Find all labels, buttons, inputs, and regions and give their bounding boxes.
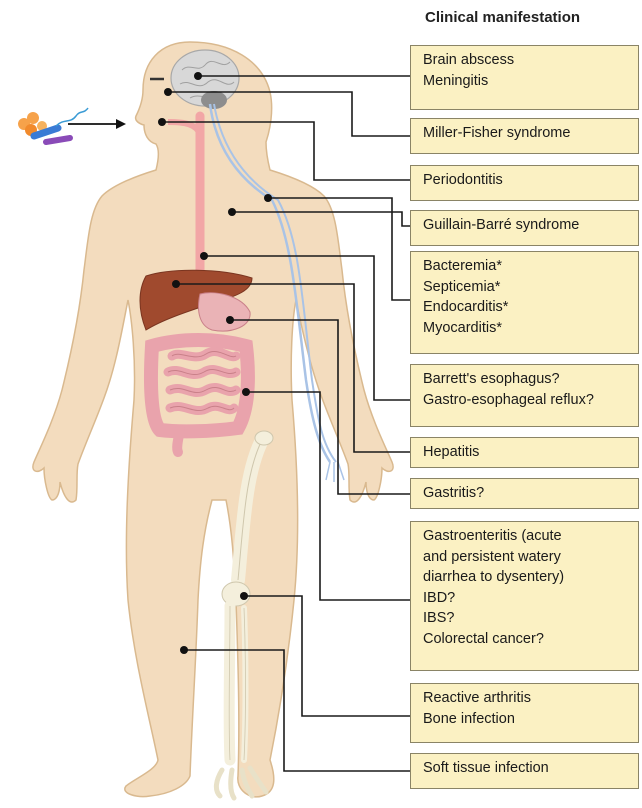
anchor-dot-gastritis (226, 316, 234, 324)
campylobacter-bacteria-icon (18, 108, 88, 142)
manifestation-text: Periodontitis (423, 170, 630, 191)
column-header: Clinical manifestation (425, 9, 640, 26)
manifestation-box-periodontitis: Periodontitis (410, 165, 639, 201)
manifestation-text: Meningitis (423, 71, 630, 92)
anchor-dot-esophagus (200, 252, 208, 260)
manifestation-text: Bone infection (423, 709, 630, 730)
manifestation-text: Bacteremia* (423, 256, 630, 277)
manifestation-text: and persistent watery (423, 547, 630, 568)
leader-line-soft-tissue (184, 650, 410, 771)
manifestation-text: Guillain-Barré syndrome (423, 215, 630, 236)
anchor-dot-soft-tissue (180, 646, 188, 654)
bacteria-rod-purple (46, 138, 70, 142)
manifestation-text: Brain abscess (423, 50, 630, 71)
manifestation-box-gastritis: Gastritis? (410, 478, 639, 509)
manifestation-text: IBD? (423, 588, 630, 609)
bacteria-rod-blue (34, 128, 58, 136)
manifestation-text: Gastroenteritis (acute (423, 526, 630, 547)
manifestation-text: Endocarditis* (423, 297, 630, 318)
nerve-hand (326, 462, 344, 482)
manifestation-box-esophagus: Barrett's esophagus?Gastro-esophageal re… (410, 364, 639, 427)
manifestation-text: Septicemia* (423, 277, 630, 298)
anchor-dot-miller-fisher (164, 88, 172, 96)
manifestation-text: Reactive arthritis (423, 688, 630, 709)
anchor-dot-blood-heart (264, 194, 272, 202)
manifestation-text: Soft tissue infection (423, 758, 630, 779)
human-body (33, 42, 393, 797)
entry-arrow-head (116, 119, 126, 129)
bacteria-cell-2 (27, 112, 39, 124)
manifestation-text: Gastro-esophageal reflux? (423, 390, 630, 411)
anchor-dot-guillain-barre (228, 208, 236, 216)
manifestation-box-hepatitis: Hepatitis (410, 437, 639, 468)
body-silhouette (33, 42, 393, 797)
manifestation-text: Myocarditis* (423, 318, 630, 339)
anchor-dot-joint (240, 592, 248, 600)
anchor-dot-brain (194, 72, 202, 80)
femur-head (255, 431, 273, 445)
manifestation-box-miller-fisher: Miller-Fisher syndrome (410, 118, 639, 154)
manifestation-text: Barrett's esophagus? (423, 369, 630, 390)
manifestation-box-blood-heart: Bacteremia*Septicemia*Endocarditis*Myoca… (410, 251, 639, 354)
manifestation-box-guillain-barre: Guillain-Barré syndrome (410, 210, 639, 246)
manifestation-text: Miller-Fisher syndrome (423, 123, 630, 144)
manifestation-text: IBS? (423, 608, 630, 629)
anchor-dot-hepatitis (172, 280, 180, 288)
manifestation-text: Gastritis? (423, 483, 630, 504)
anchor-dot-periodontitis (158, 118, 166, 126)
manifestation-text: Colorectal cancer? (423, 629, 630, 650)
manifestation-text: diarrhea to dysentery) (423, 567, 630, 588)
anchor-dot-intestine (242, 388, 250, 396)
manifestation-text: Hepatitis (423, 442, 630, 463)
manifestation-box-soft-tissue: Soft tissue infection (410, 753, 639, 789)
rectum (177, 430, 180, 452)
